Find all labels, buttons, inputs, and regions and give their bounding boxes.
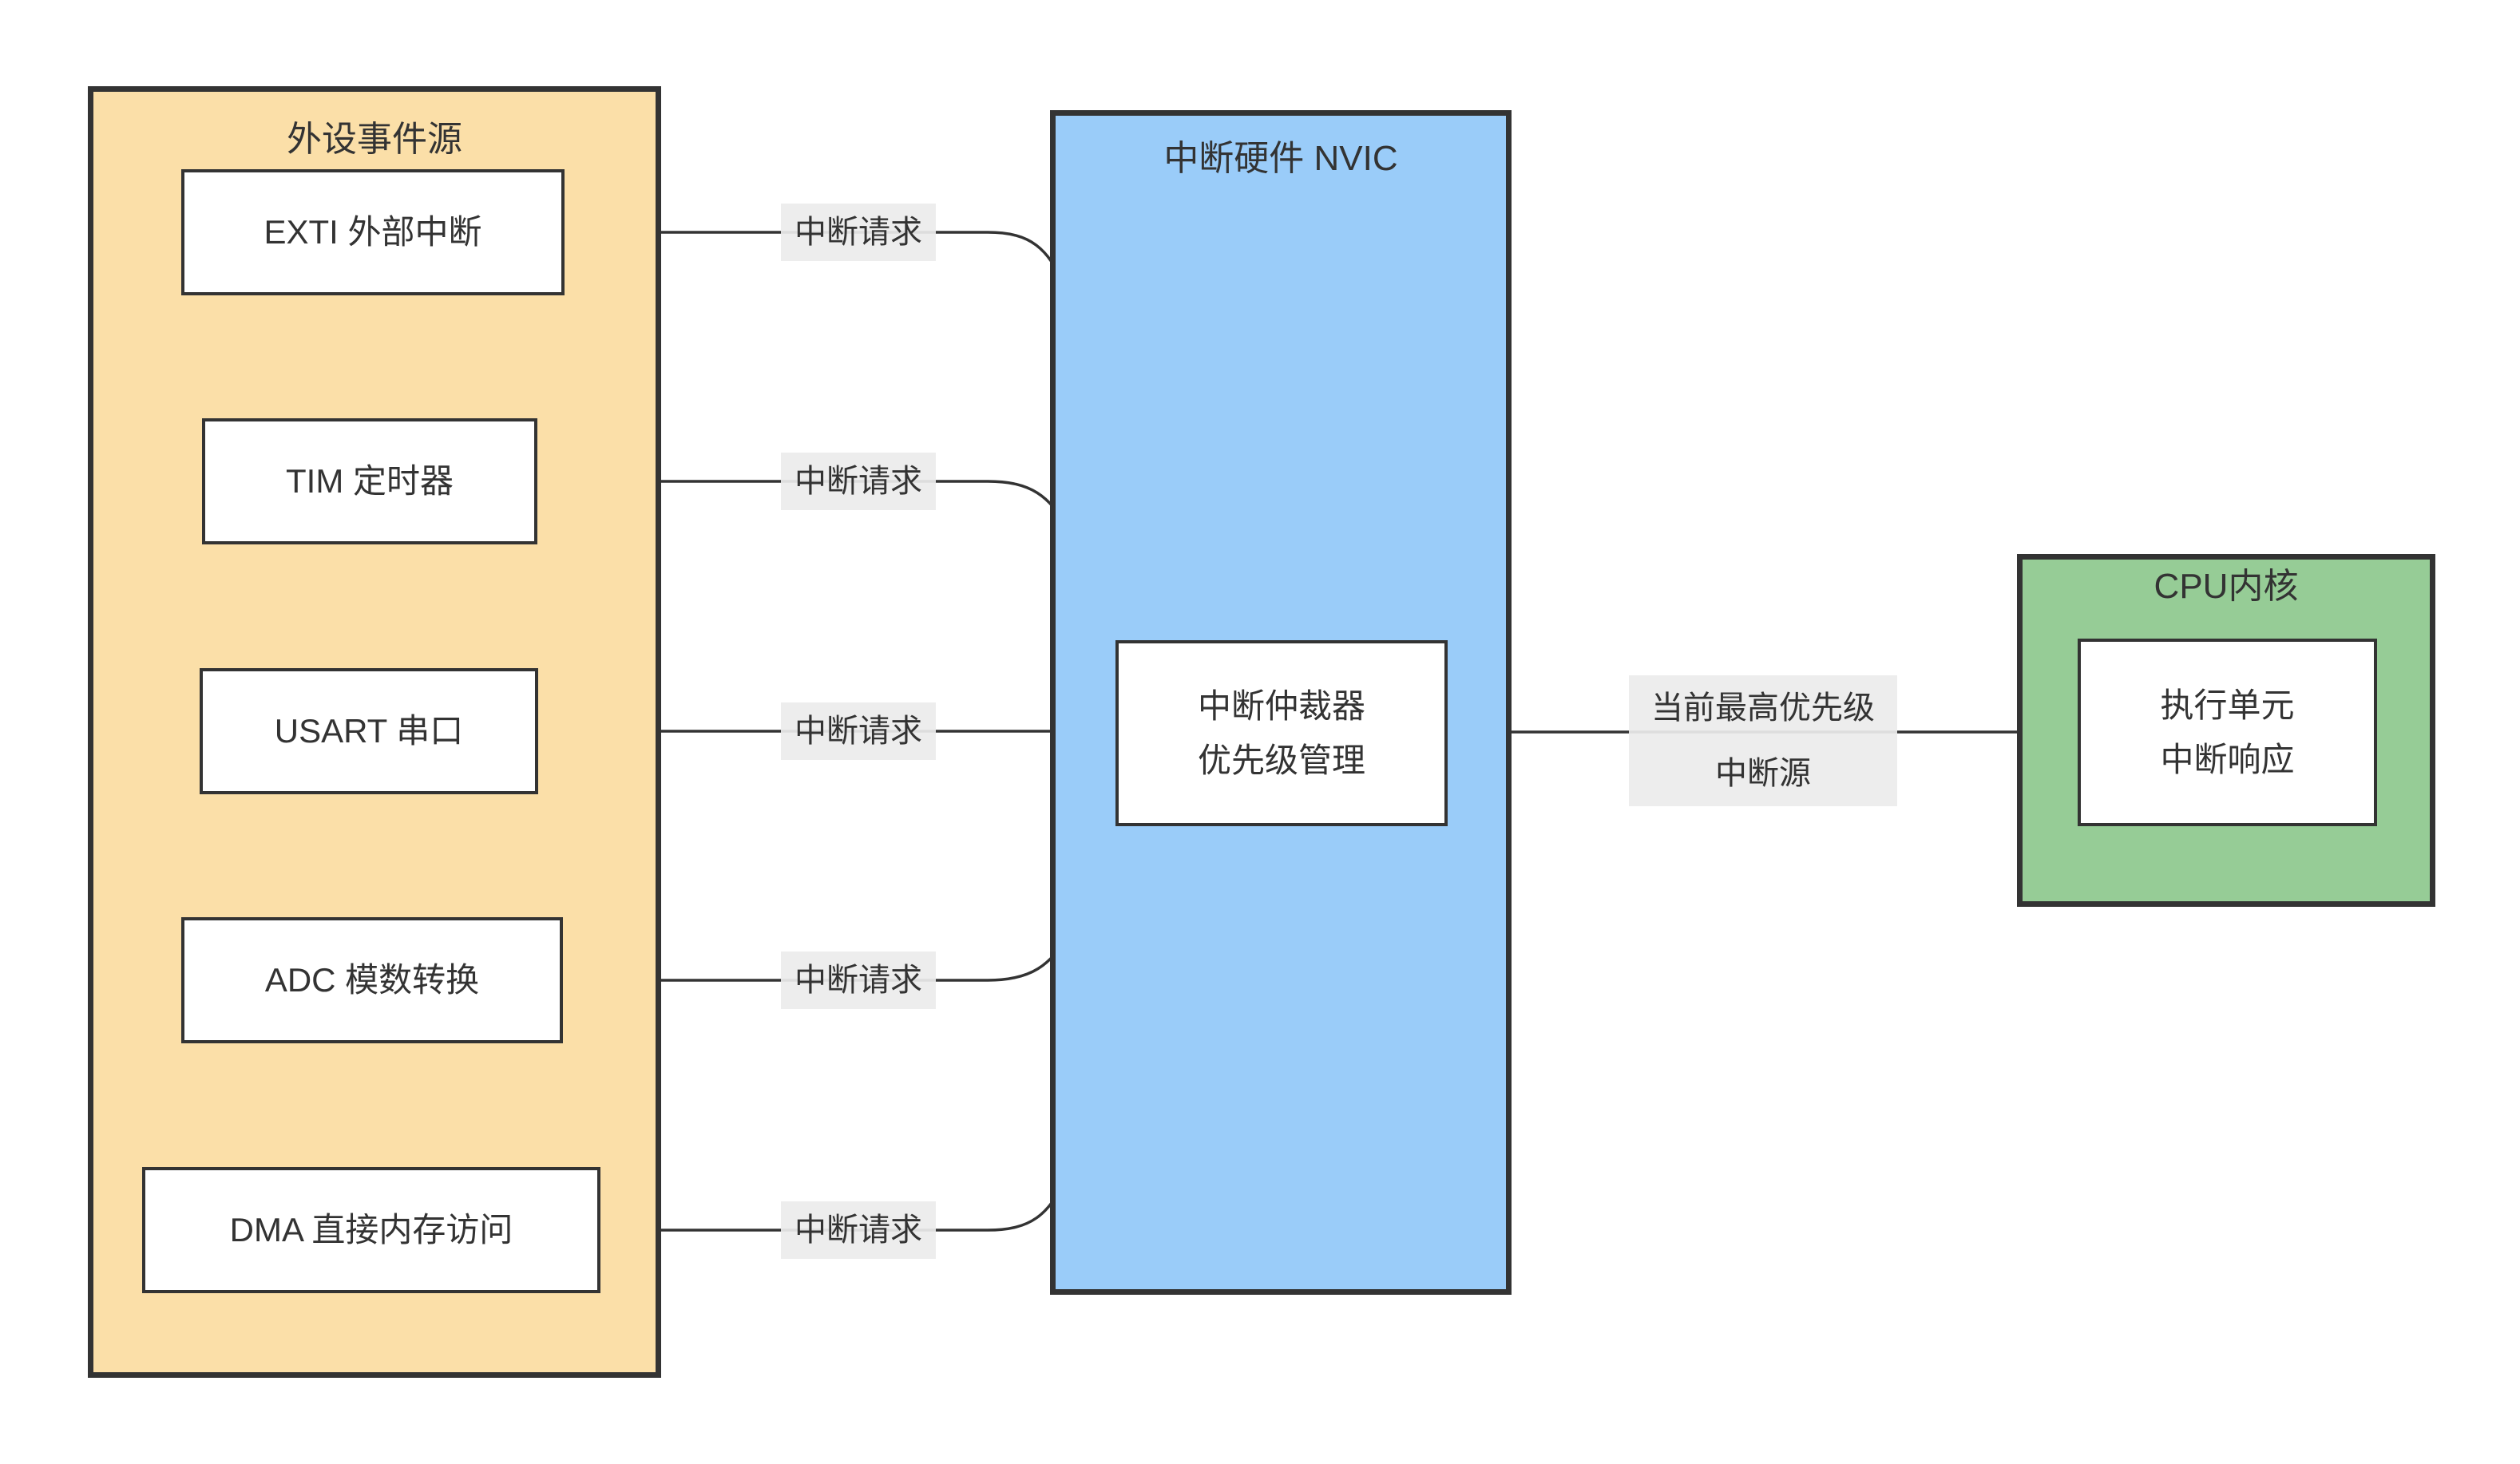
edge-label-text: 中断请求 [794, 215, 922, 250]
node-tim-label: TIM 定时器 [286, 462, 454, 500]
group-cpu-core: CPU内核 执行单元 中断响应 [2017, 554, 2435, 907]
edge-label-interrupt-request-adc: 中断请求 [781, 952, 936, 1009]
edge-label-highest-priority-source: 当前最高优先级 中断源 [1629, 675, 1897, 806]
edge-label-text: 中断请求 [794, 464, 922, 499]
group-peripheral-sources-title: 外设事件源 [287, 120, 462, 159]
edge-label-interrupt-request-exti: 中断请求 [781, 204, 936, 261]
group-nvic-hardware: 中断硬件 NVIC 中断仲裁器 优先级管理 [1050, 110, 1512, 1295]
node-usart-label: USART 串口 [274, 712, 464, 750]
node-exti-label: EXTI 外部中断 [263, 213, 482, 251]
node-exti-external-interrupt: EXTI 外部中断 [181, 169, 565, 295]
node-cpu-label-line1: 执行单元 [2160, 686, 2295, 724]
node-cpu-label-line2: 中断响应 [2160, 740, 2295, 778]
edge-label-interrupt-request-dma: 中断请求 [781, 1201, 936, 1259]
edge-label-text: 中断请求 [794, 1213, 922, 1248]
node-interrupt-arbiter: 中断仲裁器 优先级管理 [1115, 640, 1448, 826]
node-arbiter-label-line2: 优先级管理 [1197, 741, 1365, 779]
edge-label-interrupt-request-usart: 中断请求 [781, 702, 936, 760]
edge-label-text-line1: 当前最高优先级 [1651, 690, 1875, 726]
edge-label-interrupt-request-tim: 中断请求 [781, 453, 936, 510]
node-tim-timer: TIM 定时器 [202, 418, 537, 544]
group-nvic-title: 中断硬件 NVIC [1163, 139, 1398, 178]
edge-label-text-line2: 中断源 [1715, 756, 1811, 791]
node-usart-serial: USART 串口 [200, 668, 538, 794]
node-adc-label: ADC 模数转换 [264, 961, 480, 999]
group-cpu-core-title: CPU内核 [2153, 567, 2299, 606]
edge-label-text: 中断请求 [794, 963, 922, 998]
node-execution-unit: 执行单元 中断响应 [2078, 639, 2377, 826]
node-dma-memory-access: DMA 直接内存访问 [142, 1167, 600, 1293]
edge-label-text: 中断请求 [794, 714, 922, 749]
node-adc-converter: ADC 模数转换 [181, 917, 563, 1043]
node-arbiter-label-line1: 中断仲裁器 [1197, 686, 1365, 725]
node-dma-label: DMA 直接内存访问 [229, 1211, 513, 1248]
group-peripheral-sources: 外设事件源 EXTI 外部中断 TIM 定时器 USART 串口 ADC 模数转… [88, 86, 661, 1378]
